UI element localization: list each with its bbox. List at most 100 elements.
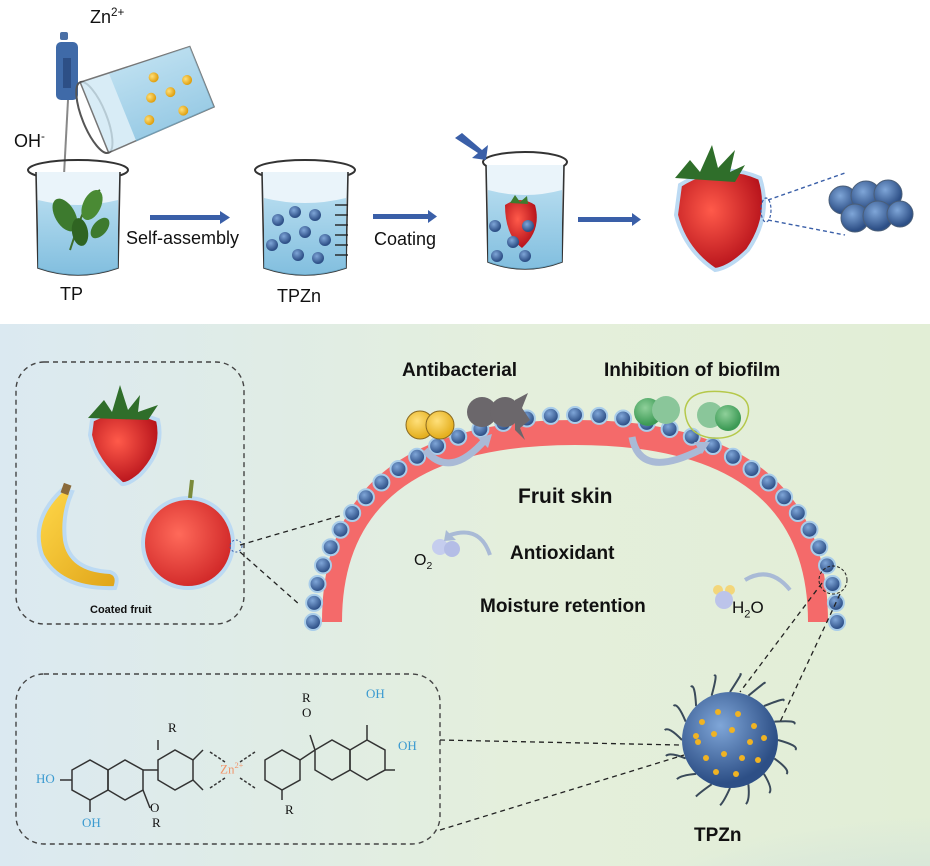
r-group-label: R (152, 815, 161, 830)
coating-particle (449, 427, 468, 446)
step-label-tpzn: TPZn (277, 286, 322, 306)
ligand-strand (676, 772, 697, 780)
ligand-strand (695, 783, 713, 798)
arrow-coating (373, 210, 437, 223)
coating-particle (614, 409, 633, 428)
ligand-strand (777, 739, 797, 751)
zinc-dot (695, 739, 701, 745)
antibacterial-label: Antibacterial (402, 360, 518, 381)
live-bacteria-icon (405, 410, 455, 440)
hydroxyl-label: OH (398, 738, 417, 753)
coating-particle (759, 473, 778, 492)
zinc-center-label: Zn2+ (220, 760, 244, 777)
ligand-strand (719, 787, 731, 807)
coated-fruit-label: Coated fruit (90, 604, 152, 616)
coating-particle (590, 406, 609, 425)
r-group-label: R (168, 720, 177, 735)
zinc-dot (739, 755, 745, 761)
coating-particle (304, 613, 322, 631)
ligand-strand (763, 773, 772, 794)
chemical-structure (60, 725, 395, 812)
coating-particle (775, 488, 794, 507)
bacteria-pair-icon (634, 396, 680, 426)
dip-arrow-icon (455, 133, 488, 160)
transform-arrow-icon (628, 436, 702, 466)
arrow-self-assembly (150, 211, 230, 224)
zinc-dot (735, 711, 741, 717)
zinc-dot (721, 751, 727, 757)
coating-particle (314, 556, 332, 575)
structure-box (15, 673, 441, 845)
nanoparticle-cluster-icon (828, 179, 914, 233)
oxygen-atom-label: O (302, 705, 312, 720)
arrow-result (578, 213, 641, 226)
coating-particle (742, 460, 761, 478)
tpzn-particle-label: TPZn (694, 825, 742, 846)
moisture-retention-label: Moisture retention (480, 596, 646, 617)
coating-particle (788, 504, 807, 522)
tpzn-beaker-icon (254, 159, 356, 276)
step-label-tp: TP (60, 284, 84, 304)
hydroxyl-label: HO (36, 771, 55, 786)
zoom-line (439, 754, 685, 831)
antioxidant-arrow-icon (449, 530, 492, 556)
coating-particle (428, 437, 447, 455)
dead-bacteria-icon (467, 393, 530, 440)
tpzn-particle-icon (663, 673, 797, 807)
coated-fruit-box (15, 361, 245, 625)
coating-particle-layer (304, 406, 846, 631)
biofilm-bacteria-icon (684, 390, 750, 439)
ligand-strand (672, 704, 687, 722)
zinc-dot (711, 731, 717, 737)
oxygen-molecule-icon (432, 539, 448, 555)
pipette-icon (56, 32, 78, 176)
coating-particle (356, 488, 375, 507)
zinc-dot (755, 757, 761, 763)
ligand-strand (663, 728, 683, 741)
transform-arrow-icon (422, 437, 488, 467)
oxygen-atom-label: O (150, 800, 160, 815)
ligand-strand (665, 753, 687, 760)
coating-particle (800, 520, 819, 539)
hydroxyl-label: OH (366, 686, 385, 701)
ligand-strand (747, 681, 766, 697)
coating-particle (372, 473, 391, 492)
coated-strawberry-icon (673, 145, 766, 273)
bottom-panel (0, 324, 930, 866)
ligand-strand (774, 720, 796, 725)
fruit-skin-label: Fruit skin (518, 485, 613, 508)
zoom-line (239, 509, 361, 546)
coating-beaker-icon (455, 133, 568, 270)
ligand-strand (763, 698, 785, 708)
fruit-skin-arc (322, 420, 828, 622)
zinc-dot (729, 727, 735, 733)
coating-particle (305, 593, 324, 612)
zinc-dot (703, 755, 709, 761)
zoom-line (739, 582, 823, 693)
r-group-label: R (285, 802, 294, 817)
lychee-icon (141, 479, 235, 590)
coating-particle (723, 447, 742, 466)
coating-particle (810, 538, 829, 557)
r-group-label: R (302, 690, 311, 705)
zinc-dot (713, 769, 719, 775)
ligand-strand (729, 673, 742, 693)
coating-particle (541, 406, 560, 425)
coating-particle (331, 520, 350, 539)
step-label-coating: Coating (374, 229, 437, 249)
step-label-self-assembly: Self-assembly (126, 228, 240, 248)
banana-icon (36, 482, 119, 591)
zinc-beaker-icon (75, 45, 216, 154)
antioxidant-label: Antioxidant (510, 543, 615, 564)
moisture-arrow-icon (743, 572, 792, 592)
zinc-dot (751, 723, 757, 729)
hydroxide-label: OH- (14, 130, 45, 151)
ligand-strand (710, 674, 717, 696)
ligand-strand (745, 784, 750, 805)
strawberry-icon (87, 385, 162, 487)
coating-particle (823, 575, 842, 593)
tp-beaker-icon (27, 159, 129, 276)
zoom-line (779, 593, 841, 723)
oxygen-label: O2 (414, 552, 433, 573)
zinc-ion-label: Zn2+ (90, 6, 125, 27)
